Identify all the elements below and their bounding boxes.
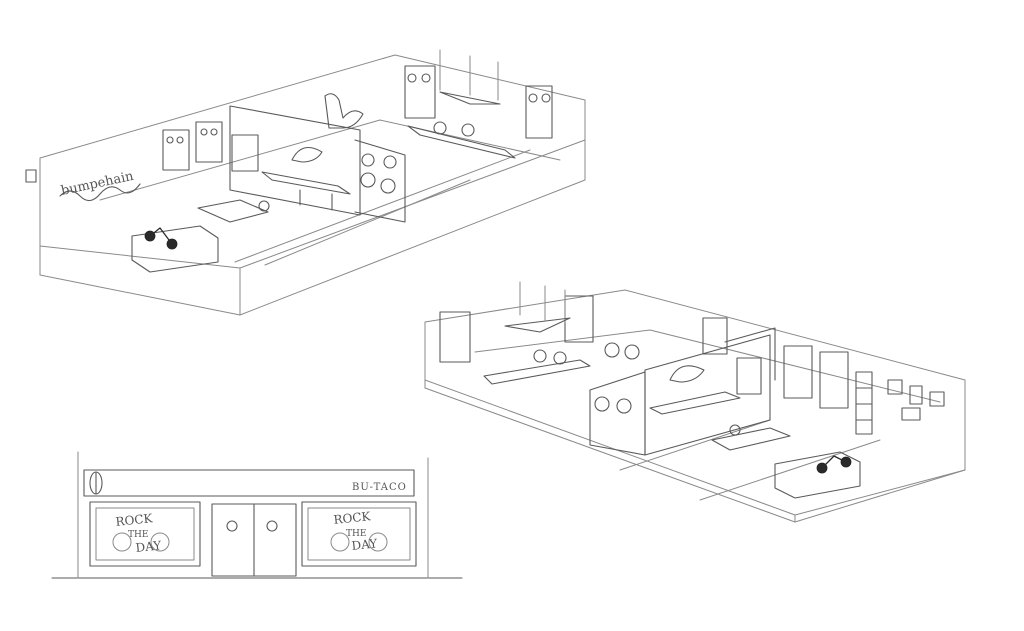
- window-text-right-1: ROCK: [333, 509, 372, 527]
- poster-group-2: [439, 295, 849, 409]
- shop-sign: BU-TACO: [352, 482, 407, 493]
- window-text-left-3: DAY: [135, 538, 163, 555]
- isometric-shop-view-2: [424, 281, 966, 523]
- isometric-shop-view-1: bumpehain: [25, 49, 586, 316]
- window-text-left-1: ROCK: [115, 511, 154, 529]
- poster-group: [162, 65, 553, 172]
- window-text-right-2: THE: [346, 529, 366, 539]
- shopfront-elevation: BU-TACO ROCK THE DAY ROCK THE DAY: [51, 451, 463, 579]
- window-text-left-2: THE: [128, 530, 148, 540]
- wall-script: bumpehain: [60, 169, 136, 199]
